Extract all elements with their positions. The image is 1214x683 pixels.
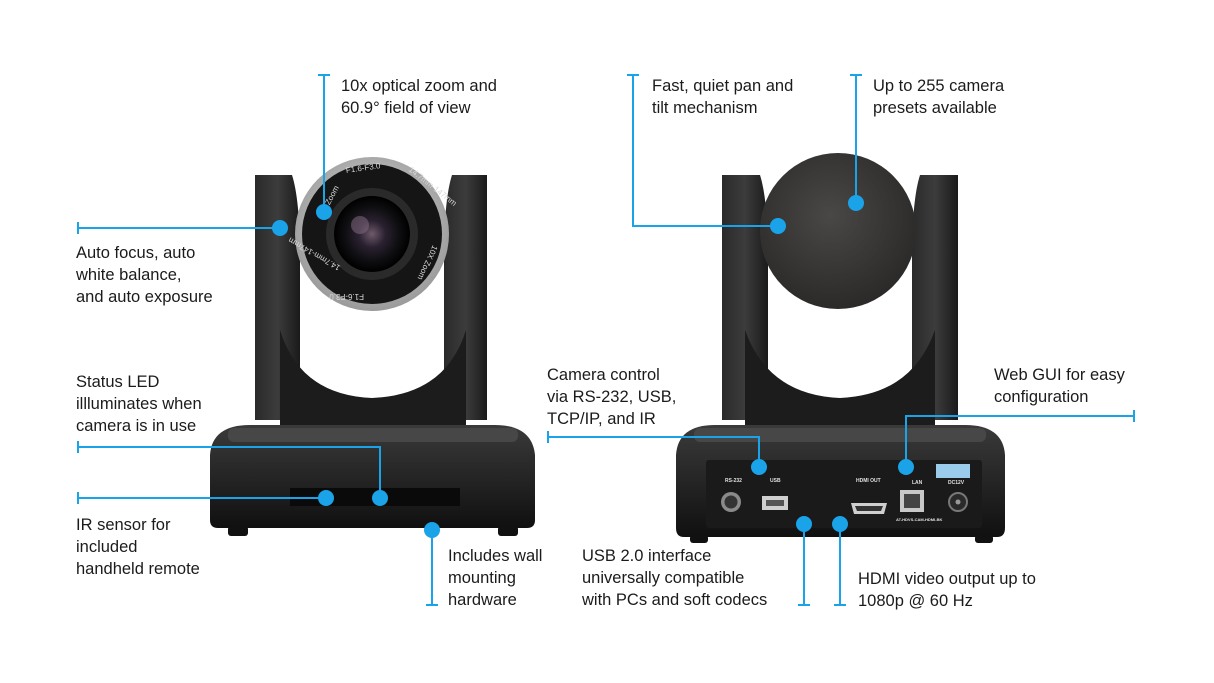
- dc-label: DC12V: [948, 480, 965, 486]
- front-camera: F1.6-F3.0 14.7mm-147mm 10X Zoom F1.6-F3.…: [210, 157, 535, 536]
- brand-badge: [936, 464, 970, 478]
- callout-autofocus-line-1: Auto focus, auto: [76, 244, 196, 262]
- callout-web-gui: Web GUI for easy configuration: [994, 364, 1125, 408]
- rear-foot-right: [975, 535, 993, 543]
- callout-autofocus-line-2: white balance,: [76, 266, 182, 284]
- callout-control: Camera control via RS-232, USB, TCP/IP, …: [547, 364, 676, 430]
- callout-web-gui-line-2: configuration: [994, 388, 1089, 406]
- rear-base-top: [694, 428, 986, 442]
- callout-autofocus-line-3: and auto exposure: [76, 288, 213, 306]
- callout-control-line-3: TCP/IP, and IR: [547, 410, 656, 428]
- dot-web-gui: [898, 459, 914, 475]
- dot-presets: [848, 195, 864, 211]
- callout-control-line-1: Camera control: [547, 366, 660, 384]
- callout-ir-sensor-line-2: included: [76, 538, 138, 556]
- dot-zoom: [316, 204, 332, 220]
- callout-hdmi: HDMI video output up to 1080p @ 60 Hz: [858, 568, 1036, 612]
- leader-control: [547, 431, 760, 467]
- dot-pan-tilt: [770, 218, 786, 234]
- leader-usb: [798, 524, 810, 606]
- leader-zoom: [318, 74, 330, 212]
- callout-web-gui-line-1: Web GUI for easy: [994, 366, 1125, 384]
- callout-presets: Up to 255 camera presets available: [873, 75, 1004, 119]
- dot-ir-sensor: [318, 490, 334, 506]
- callout-pan-tilt: Fast, quiet pan and tilt mechanism: [652, 75, 793, 119]
- rear-turret: [745, 330, 935, 430]
- callout-status-led-line-2: illluminates when: [76, 395, 202, 413]
- callout-presets-line-1: Up to 255 camera: [873, 77, 1005, 95]
- callout-ir-sensor-line-1: IR sensor for: [76, 516, 171, 534]
- callout-usb-line-3: with PCs and soft codecs: [582, 591, 768, 609]
- callout-leaders: [77, 74, 1135, 606]
- callout-status-led-line-1: Status LED: [76, 373, 160, 391]
- callout-ir-sensor: IR sensor for included handheld remote: [76, 514, 200, 580]
- leader-wall-mount: [426, 530, 438, 606]
- lens-reflection: [351, 216, 369, 234]
- dot-autofocus: [272, 220, 288, 236]
- leader-ir-sensor: [77, 492, 326, 504]
- callout-presets-line-2: presets available: [873, 99, 997, 117]
- front-foot-left: [228, 526, 248, 536]
- front-foot-right: [498, 526, 518, 536]
- leader-status-led: [77, 441, 381, 498]
- leader-autofocus: [77, 222, 280, 234]
- lens-text-bottom: F1.6-F3.0: [329, 292, 364, 301]
- callout-pan-tilt-line-2: tilt mechanism: [652, 99, 758, 117]
- callout-pan-tilt-line-1: Fast, quiet pan and: [652, 77, 794, 95]
- callout-usb-line-1: USB 2.0 interface: [582, 547, 712, 565]
- rear-foot-left: [690, 535, 708, 543]
- model-label: AT-HDVS-CAM-HDMI-BK: [896, 517, 942, 522]
- leader-presets: [850, 74, 862, 203]
- leader-pan-tilt: [627, 74, 778, 227]
- rear-camera: RS-232 USB HDMI OUT LAN DC12V AT-HDVS-CA…: [676, 153, 1005, 543]
- callout-usb-line-2: universally compatible: [582, 569, 745, 587]
- callout-autofocus: Auto focus, auto white balance, and auto…: [76, 242, 213, 308]
- front-base-top: [228, 428, 518, 442]
- rs232-label: RS-232: [725, 478, 742, 484]
- callout-wall-mount-line-1: Includes wall: [448, 547, 543, 565]
- callout-zoom-line-2: 60.9° field of view: [341, 99, 471, 117]
- front-turret: [280, 330, 466, 430]
- dot-status-led: [372, 490, 388, 506]
- dot-wall-mount: [424, 522, 440, 538]
- callout-wall-mount-line-3: hardware: [448, 591, 517, 609]
- callout-ir-sensor-line-3: handheld remote: [76, 560, 200, 578]
- usb-label: USB: [770, 478, 781, 484]
- callout-wall-mount: Includes wall mounting hardware: [448, 545, 542, 611]
- callout-hdmi-line-2: 1080p @ 60 Hz: [858, 592, 973, 610]
- callout-wall-mount-line-2: mounting: [448, 569, 516, 587]
- dot-hdmi: [832, 516, 848, 532]
- leader-web-gui: [905, 410, 1135, 467]
- dot-usb: [796, 516, 812, 532]
- callout-control-line-2: via RS-232, USB,: [547, 388, 677, 406]
- callout-dots: [272, 195, 914, 538]
- lan-label: LAN: [912, 480, 923, 486]
- lens-glass: [334, 196, 410, 272]
- rear-camera-head: [760, 153, 916, 309]
- dot-control: [751, 459, 767, 475]
- callout-zoom: 10x optical zoom and 60.9° field of view: [341, 75, 497, 119]
- callout-status-led: Status LED illluminates when camera is i…: [76, 371, 202, 437]
- callout-status-led-line-3: camera is in use: [76, 417, 197, 435]
- callout-hdmi-line-1: HDMI video output up to: [858, 570, 1036, 588]
- hdmi-label: HDMI OUT: [856, 478, 881, 484]
- leader-hdmi: [834, 524, 846, 606]
- callout-usb: USB 2.0 interface universally compatible…: [582, 545, 767, 611]
- callout-zoom-line-1: 10x optical zoom and: [341, 77, 497, 95]
